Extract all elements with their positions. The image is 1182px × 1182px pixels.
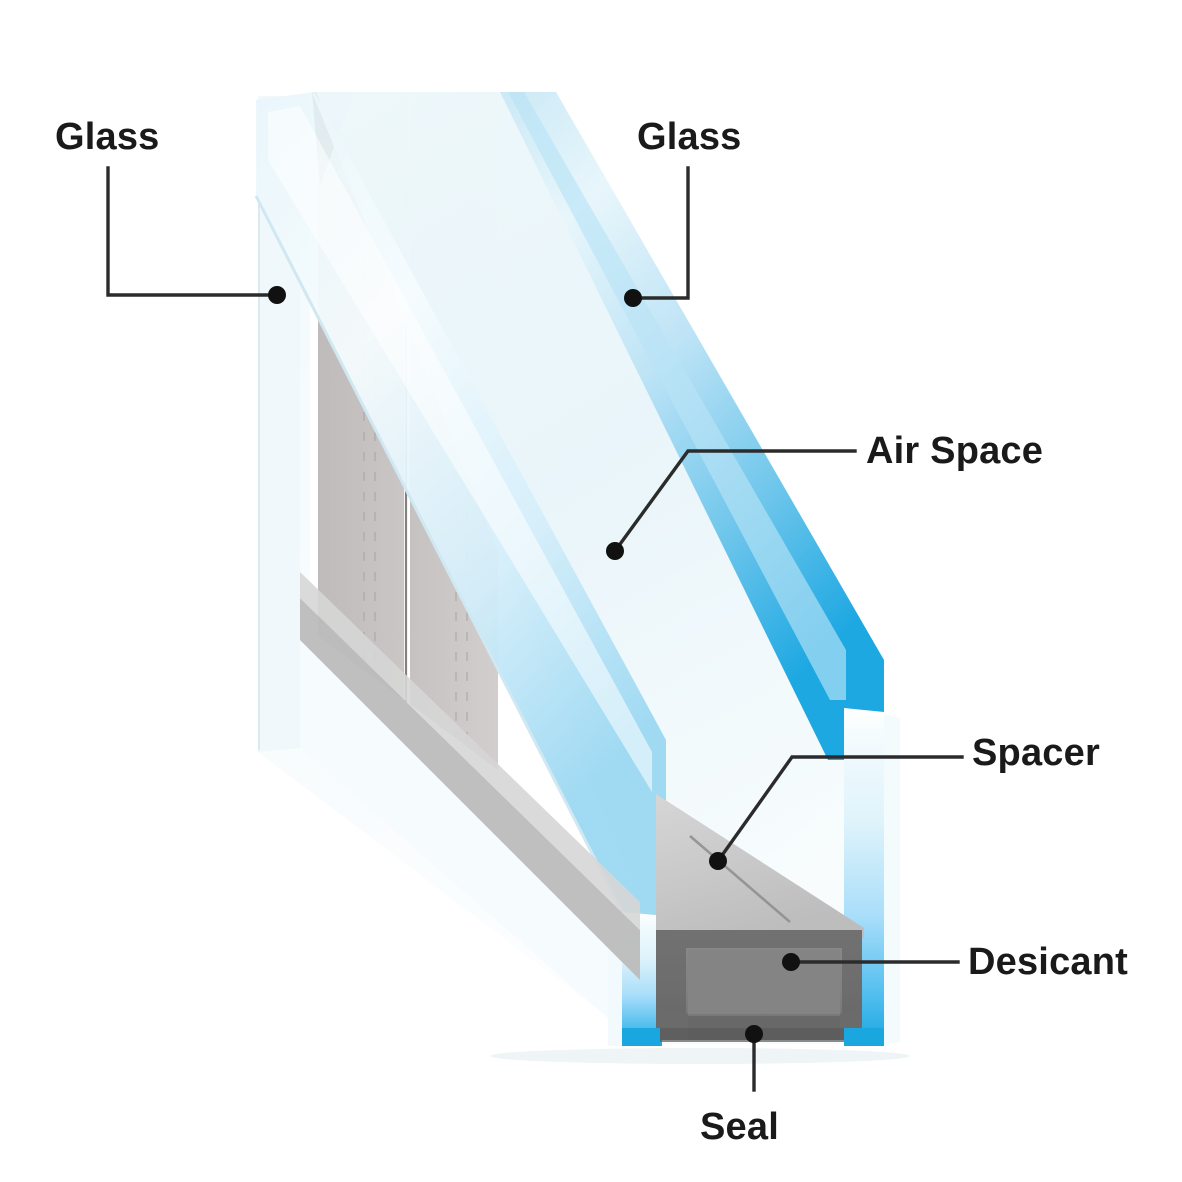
spacer-recede-band: [300, 598, 640, 980]
callout-dots: [268, 286, 800, 1043]
inner-pane-face: [300, 640, 640, 1046]
callout-label-seal: Seal: [700, 1106, 779, 1148]
spacer-detail-line: [689, 835, 791, 923]
callout-label-glass-right: Glass: [637, 116, 742, 158]
dot-glass-right: [624, 289, 642, 307]
callout-leaders: [106, 166, 964, 1092]
inner-pane-body: [258, 96, 646, 1046]
leader-spacer: [715, 755, 964, 864]
dot-air-space: [606, 542, 624, 560]
bottom-edge-assembly: [300, 572, 864, 1042]
spacer-recede-band-light: [300, 572, 640, 930]
callout-label-air-space: Air Space: [866, 430, 1044, 472]
outer-pane-body: [316, 92, 884, 1044]
outer-pane-cut-edge-stripe: [508, 92, 846, 700]
inner-pane-edge-line: [254, 195, 624, 913]
callout-label-glass-left: Glass: [55, 116, 160, 158]
leader-air-space: [612, 449, 857, 554]
callout-label-spacer: Spacer: [972, 732, 1100, 774]
dot-desicant: [782, 953, 800, 971]
outer-pane-right-rim: [884, 714, 900, 1044]
dot-seal: [745, 1025, 763, 1043]
dot-spacer: [709, 852, 727, 870]
glass-unit-assembly: [254, 92, 910, 1064]
outer-pane-foot: [844, 1028, 884, 1046]
desiccant-block-inner-face: [688, 950, 840, 1014]
dot-glass-left: [268, 286, 286, 304]
leader-glass-right: [631, 166, 690, 300]
callout-label-desicant: Desicant: [968, 941, 1129, 983]
spacer-top-face-2: [656, 794, 864, 938]
ground-shadow: [490, 1048, 910, 1064]
inner-pane-edge-highlight-2: [268, 106, 652, 792]
inner-pane-foot: [622, 1028, 660, 1046]
leader-glass-left: [106, 166, 279, 297]
